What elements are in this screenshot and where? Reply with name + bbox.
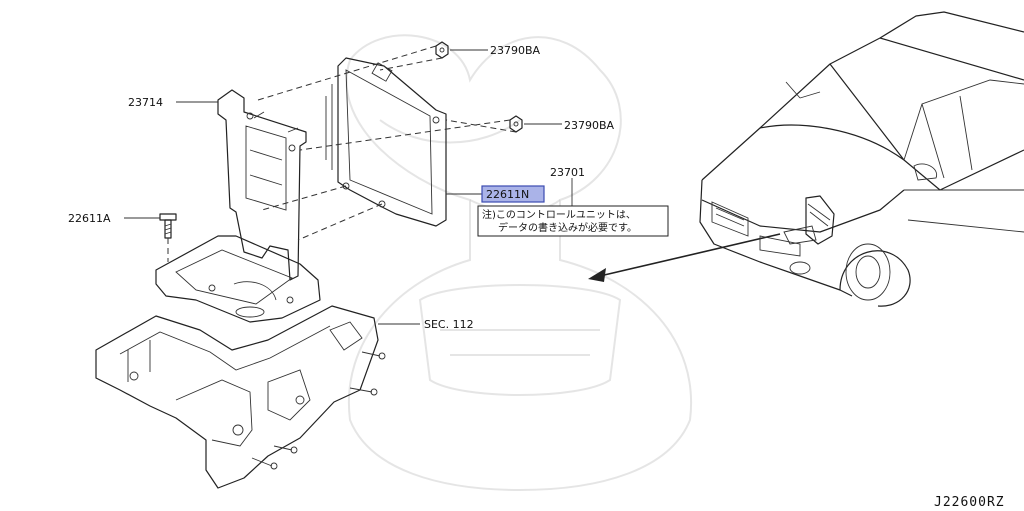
bracket-assembly (95, 89, 386, 489)
nut-part-top (435, 41, 449, 59)
note-line-1: 注)このコントロールユニットは、 (482, 208, 636, 221)
ecm-module (325, 57, 447, 227)
label-nut-mid: 23790BA (564, 119, 615, 132)
label-nut-top: 23790BA (490, 44, 541, 57)
location-arrow (588, 233, 781, 282)
note-line-2: データの書き込みが必要です。 (498, 221, 637, 234)
highlight-part-number: 22611N (481, 185, 545, 203)
bolt-part (159, 213, 177, 239)
watermark-emblem (345, 34, 693, 492)
assembly-lines (167, 45, 517, 262)
diagram-reference: J22600RZ (934, 495, 1005, 510)
vehicle-illustration (699, 11, 1024, 307)
nut-part-mid (509, 115, 523, 133)
leader-lines (124, 49, 573, 325)
label-section: SEC. 112 (424, 318, 474, 331)
note-box: 注)このコントロールユニットは、 データの書き込みが必要です。 (477, 205, 669, 237)
label-bracket: 23714 (128, 96, 163, 109)
label-ecm: 23701 (550, 166, 585, 179)
label-bolt: 22611A (68, 212, 111, 225)
label-ecm-highlight: 22611N (486, 188, 529, 201)
